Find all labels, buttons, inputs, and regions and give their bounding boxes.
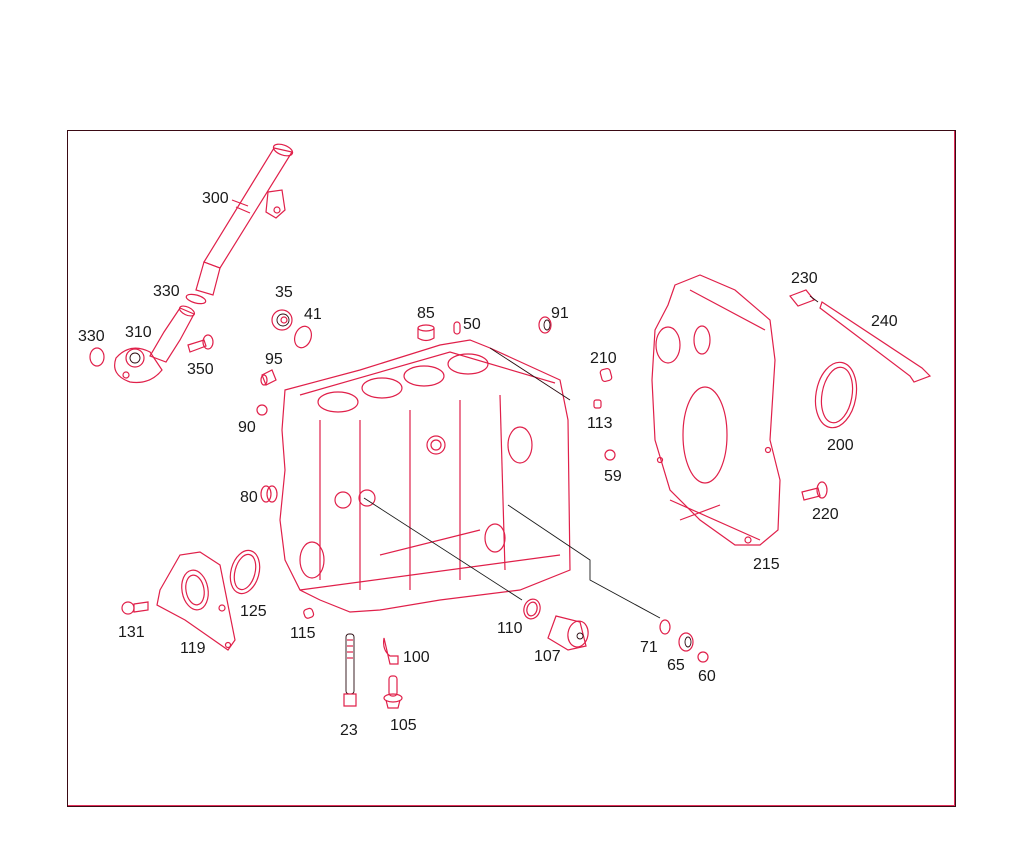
label-85[interactable]: 85 xyxy=(417,305,435,322)
part-23-head-bolt[interactable] xyxy=(343,633,357,707)
label-240[interactable]: 240 xyxy=(871,313,898,330)
part-330-o-ring-lower[interactable] xyxy=(89,347,105,367)
label-41[interactable]: 41 xyxy=(304,306,322,323)
label-131[interactable]: 131 xyxy=(118,624,145,641)
part-107-filter[interactable] xyxy=(547,615,590,651)
label-215[interactable]: 215 xyxy=(753,556,780,573)
part-200-seal-ring[interactable] xyxy=(811,359,862,431)
label-100[interactable]: 100 xyxy=(403,649,430,666)
part-71-washer[interactable] xyxy=(659,619,671,635)
label-71[interactable]: 71 xyxy=(640,639,658,656)
leader-line-110 xyxy=(363,497,523,601)
part-95-plug[interactable] xyxy=(260,369,277,386)
part-labels: 300 330 35 41 330 310 350 95 85 50 91 90… xyxy=(78,190,898,739)
label-90[interactable]: 90 xyxy=(238,419,256,436)
part-85-sleeve[interactable] xyxy=(417,324,435,342)
label-300[interactable]: 300 xyxy=(202,190,229,207)
part-100-clip[interactable] xyxy=(383,637,399,665)
part-119-cover-plate[interactable] xyxy=(156,551,236,651)
part-60-ball[interactable] xyxy=(697,651,709,663)
label-310[interactable]: 310 xyxy=(125,324,152,341)
label-119[interactable]: 119 xyxy=(180,640,206,657)
label-230[interactable]: 230 xyxy=(791,270,818,287)
part-41-o-ring[interactable] xyxy=(292,324,315,350)
part-80-sleeve[interactable] xyxy=(260,485,278,503)
part-230-fitting[interactable] xyxy=(789,289,819,307)
label-65[interactable]: 65 xyxy=(667,657,685,674)
label-113[interactable]: 113 xyxy=(587,415,613,432)
label-220[interactable]: 220 xyxy=(812,506,839,523)
diagram-frame xyxy=(67,130,956,807)
part-215-timing-case[interactable] xyxy=(651,274,781,546)
part-65-plug[interactable] xyxy=(678,632,694,652)
label-95[interactable]: 95 xyxy=(265,351,283,368)
part-125-seal[interactable] xyxy=(226,547,264,597)
label-330-lower[interactable]: 330 xyxy=(78,328,105,345)
part-131-bolt[interactable] xyxy=(121,601,149,615)
part-105-bolt[interactable] xyxy=(383,675,403,709)
leader-line-71 xyxy=(507,504,661,619)
label-110[interactable]: 110 xyxy=(497,620,523,637)
label-200[interactable]: 200 xyxy=(827,437,854,454)
label-350[interactable]: 350 xyxy=(187,361,214,378)
part-350-bolt[interactable] xyxy=(187,334,214,353)
label-91[interactable]: 91 xyxy=(551,305,569,322)
label-50[interactable]: 50 xyxy=(463,316,481,333)
part-90-cap[interactable] xyxy=(256,404,268,416)
part-330-o-ring-upper[interactable] xyxy=(185,293,207,306)
label-115[interactable]: 115 xyxy=(290,625,316,642)
part-220-bolt[interactable] xyxy=(801,481,828,501)
label-107[interactable]: 107 xyxy=(534,648,561,665)
label-23[interactable]: 23 xyxy=(340,722,358,739)
part-35-seal[interactable] xyxy=(271,309,293,331)
part-91-plug[interactable] xyxy=(538,316,552,334)
label-80[interactable]: 80 xyxy=(240,489,258,506)
label-59[interactable]: 59 xyxy=(604,468,622,485)
part-50-dowel[interactable] xyxy=(453,321,461,335)
part-240-tube[interactable] xyxy=(819,301,932,383)
label-330-upper[interactable]: 330 xyxy=(153,283,180,300)
label-105[interactable]: 105 xyxy=(390,717,417,734)
part-113-dowel[interactable] xyxy=(593,399,602,409)
label-35[interactable]: 35 xyxy=(275,284,293,301)
label-210[interactable]: 210 xyxy=(590,350,617,367)
part-engine-block[interactable] xyxy=(279,339,571,613)
part-110-washer[interactable] xyxy=(522,597,543,620)
label-125[interactable]: 125 xyxy=(240,603,267,620)
part-115-dowel[interactable] xyxy=(303,607,315,620)
part-59-ball[interactable] xyxy=(604,449,616,461)
part-310-elbow-pipe[interactable] xyxy=(114,304,196,384)
label-60[interactable]: 60 xyxy=(698,668,716,685)
part-210-sleeve[interactable] xyxy=(599,367,613,383)
part-300-coolant-pipe[interactable] xyxy=(195,142,294,296)
